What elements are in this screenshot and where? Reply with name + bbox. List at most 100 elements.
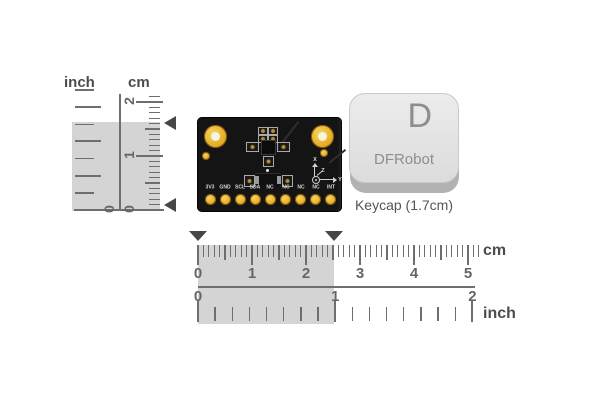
ruler-tick xyxy=(75,192,94,194)
ruler-tick xyxy=(440,245,442,260)
ruler-tick xyxy=(262,245,264,257)
ruler-tick xyxy=(136,209,163,211)
ruler-tick xyxy=(149,187,160,189)
keycap-caption: Keycap (1.7cm) xyxy=(354,197,454,213)
ruler-tick xyxy=(354,245,356,257)
ruler-tick xyxy=(385,307,388,321)
ruler-tick xyxy=(327,245,329,257)
size-marker-bottom-icon xyxy=(164,198,176,212)
ruler-tick xyxy=(149,139,160,141)
vertical-ruler-divider xyxy=(119,94,121,211)
ruler-tick xyxy=(136,101,163,103)
ruler-tick xyxy=(149,204,160,206)
ruler-tick xyxy=(402,245,404,257)
ruler-number: 0 xyxy=(193,265,203,282)
ruler-tick xyxy=(229,245,231,257)
ruler-tick xyxy=(278,245,280,260)
pin-label: GND xyxy=(219,185,231,191)
vertical-ruler-baseline xyxy=(74,209,164,211)
ruler-tick xyxy=(472,245,474,257)
ruler-number: 3 xyxy=(355,265,365,282)
ruler-tick xyxy=(305,245,307,265)
ruler-tick xyxy=(437,307,439,321)
ruler-tick xyxy=(149,117,160,119)
vertical-ruler-cm-label: cm xyxy=(128,74,150,91)
ruler-number: 2 xyxy=(301,265,311,282)
ruler-tick xyxy=(240,245,242,257)
ruler-tick xyxy=(75,89,94,91)
pin-label: 3V3 xyxy=(205,185,215,191)
ruler-tick xyxy=(149,166,160,168)
ruler-number: 5 xyxy=(463,265,473,282)
ruler-tick xyxy=(334,301,337,322)
ruler-tick xyxy=(149,177,160,179)
ruler-tick xyxy=(149,144,160,146)
ruler-number: 0 xyxy=(121,204,137,213)
pin-pad xyxy=(325,194,337,205)
hole-center xyxy=(211,132,220,141)
mounting-hole-left xyxy=(204,125,227,148)
pin-label: NC xyxy=(296,185,305,191)
ruler-tick xyxy=(408,245,410,257)
ruler-tick xyxy=(246,245,248,257)
ruler-tick xyxy=(75,157,94,160)
ruler-tick xyxy=(321,245,323,257)
axis-x-label: X xyxy=(312,157,317,163)
ruler-tick xyxy=(471,301,474,322)
pin-pad xyxy=(234,194,246,205)
ruler-tick xyxy=(149,193,160,195)
ruler-tick xyxy=(149,123,160,125)
mounting-hole-right xyxy=(311,125,334,148)
pin-label: SDA xyxy=(249,185,261,191)
horizontal-ruler-inch-label: inch xyxy=(483,305,516,322)
vertical-ruler-inch-label: inch xyxy=(64,74,95,91)
ruler-tick xyxy=(375,245,377,257)
ruler-tick xyxy=(149,106,160,108)
component xyxy=(255,173,281,185)
ruler-tick xyxy=(149,171,160,173)
ruler-tick xyxy=(265,307,268,321)
ruler-tick xyxy=(219,245,221,257)
ruler-number: 0 xyxy=(193,288,203,305)
ruler-tick xyxy=(251,245,253,265)
ruler-tick xyxy=(359,245,361,265)
ruler-tick xyxy=(420,307,422,321)
ruler-tick xyxy=(224,245,226,260)
ruler-tick xyxy=(300,307,302,321)
ruler-tick xyxy=(435,245,437,257)
ruler-tick xyxy=(231,307,233,321)
ruler-tick xyxy=(413,245,415,265)
ruler-tick xyxy=(451,245,453,257)
ruler-tick xyxy=(418,245,420,257)
ruler-tick xyxy=(202,245,204,257)
ruler-tick xyxy=(75,123,94,125)
ruler-tick xyxy=(197,245,199,265)
ruler-tick xyxy=(343,245,345,257)
ruler-number: 1 xyxy=(247,265,257,282)
ruler-tick xyxy=(368,307,371,321)
size-marker-left-icon xyxy=(189,231,207,241)
ruler-tick xyxy=(467,245,469,265)
ruler-tick xyxy=(145,182,160,184)
ruler-tick xyxy=(208,245,210,257)
fiducial-dot-left xyxy=(202,152,210,160)
horizontal-ruler-divider xyxy=(198,286,475,288)
axis-y-label: Y xyxy=(338,176,342,183)
ruler-tick xyxy=(235,245,237,257)
pcb-trace xyxy=(328,148,346,164)
ruler-number: 2 xyxy=(468,288,477,305)
ruler-tick xyxy=(462,245,464,257)
pin-label: NC xyxy=(312,185,320,191)
ruler-tick xyxy=(214,307,216,321)
keycap-top: D DFRobot xyxy=(349,93,459,183)
pin-pad xyxy=(264,194,276,205)
ruler-tick xyxy=(283,307,285,321)
ruler-tick xyxy=(316,245,318,257)
ruler-tick xyxy=(397,245,399,257)
ruler-number: 1 xyxy=(331,288,340,305)
ruler-tick xyxy=(424,245,426,257)
hole-center xyxy=(318,132,327,141)
ruler-number: 1 xyxy=(121,150,137,159)
ruler-tick xyxy=(256,245,258,257)
